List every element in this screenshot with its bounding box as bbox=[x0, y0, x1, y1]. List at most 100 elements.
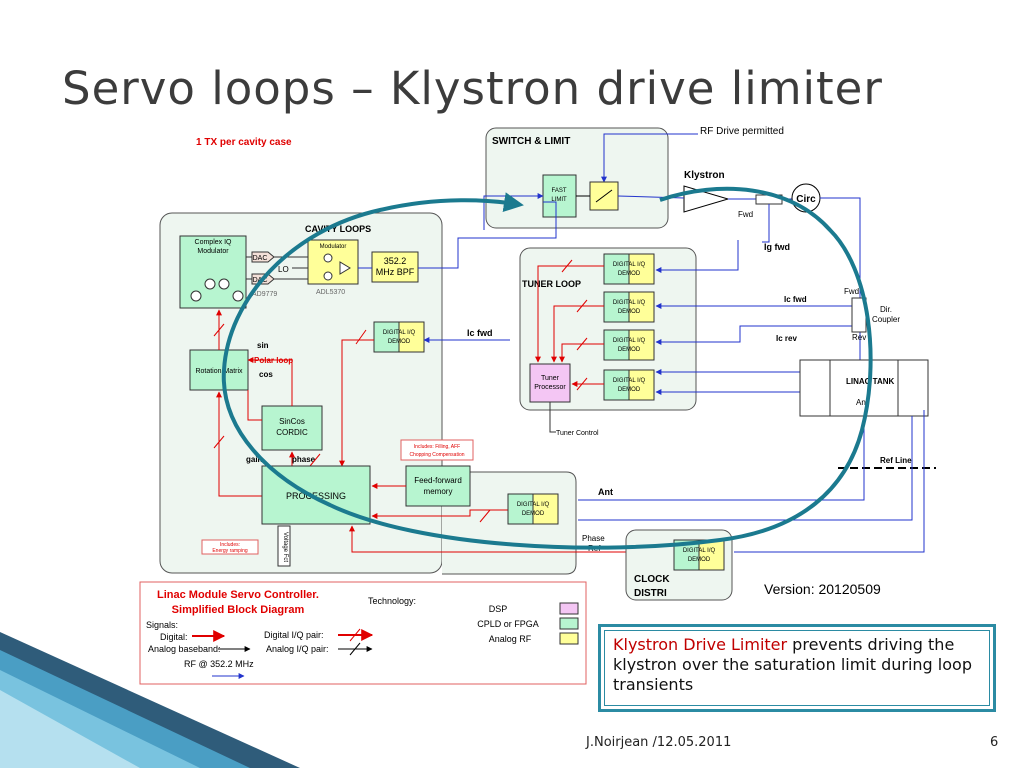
sin-label: sin bbox=[257, 341, 269, 350]
legend-analog-baseband: Analog baseband: bbox=[148, 644, 221, 654]
ant-label-2: Ant bbox=[598, 487, 613, 497]
ad9779-label: AD9779 bbox=[252, 291, 277, 298]
fast-limit-loop-highlight bbox=[221, 186, 873, 550]
cavity-demod-label-2: DEMOD bbox=[388, 339, 411, 345]
legend-dsp: DSP bbox=[489, 604, 508, 614]
legend-digital: Digital: bbox=[160, 632, 188, 642]
feedforward-label-2: memory bbox=[424, 487, 453, 496]
voltage-fct-label: Voltage Fct bbox=[282, 532, 288, 562]
callout-highlight: Klystron Drive Limiter bbox=[613, 635, 788, 654]
callout-text: Klystron Drive Limiter prevents driving … bbox=[604, 630, 990, 706]
ic-fwd-label-1: Ic fwd bbox=[467, 328, 493, 338]
legend-digital-iq: Digital I/Q pair: bbox=[264, 630, 324, 640]
complex-iq-label-1: Complex IQ bbox=[195, 239, 233, 246]
complex-iq-label-2: Modulator bbox=[197, 248, 229, 255]
legend-dsp-swatch bbox=[559, 602, 579, 615]
sincos-cordic-block bbox=[261, 405, 323, 451]
fast-limit-label-1: FAST bbox=[551, 188, 566, 194]
phase-label: phase bbox=[292, 455, 316, 464]
dir-coupler-label-2: Coupler bbox=[872, 315, 900, 324]
ic-rev-label: Ic rev bbox=[776, 334, 797, 343]
tuner-demod-3: DIGITAL I/Q DEMOD bbox=[603, 329, 655, 361]
includes-filling-label-1: Includes: Filling, AFF bbox=[414, 444, 460, 450]
cavity-loops-title: CAVITY LOOPS bbox=[305, 224, 371, 234]
lo-label: LO bbox=[278, 265, 289, 274]
legend-analog-rf-swatch bbox=[559, 632, 579, 645]
ic-fwd-label-2: Ic fwd bbox=[784, 295, 807, 304]
legend-cpld-swatch bbox=[559, 617, 579, 630]
legend-rf: RF @ 352.2 MHz bbox=[184, 659, 254, 669]
clock-label-2: DISTRI bbox=[634, 588, 667, 599]
tuner-demod-1: DIGITAL I/Q DEMOD bbox=[603, 253, 655, 285]
sincos-label-1: SinCos bbox=[279, 417, 305, 426]
footer-author: J.Noirjean /12.05.2011 bbox=[586, 735, 732, 750]
fast-limit-block bbox=[542, 174, 577, 218]
cos-label: cos bbox=[259, 370, 273, 379]
sincos-label-2: CORDIC bbox=[276, 428, 308, 437]
clock-demod-label-2: DEMOD bbox=[688, 557, 711, 563]
includes-energy-note bbox=[201, 539, 259, 555]
tuner-demod-4-label-2: DEMOD bbox=[618, 387, 641, 393]
bpf-block bbox=[371, 251, 419, 283]
gain-label: gain bbox=[246, 455, 263, 464]
fwd-label-2: Fwd bbox=[844, 287, 859, 296]
includes-filling-label-2: Chopping Compensation bbox=[409, 452, 464, 458]
phase-ref-label-1: Phase bbox=[582, 534, 605, 543]
tuner-processor-label-1: Tuner bbox=[541, 375, 560, 382]
legend-signals: Signals: bbox=[146, 620, 178, 630]
fast-limit-label-2: LIMIT bbox=[551, 197, 567, 203]
page-number: 6 bbox=[990, 735, 999, 750]
tx-note: 1 TX per cavity case bbox=[196, 137, 292, 148]
rf-permitted-label: RF Drive permitted bbox=[700, 126, 784, 137]
tuner-loop-title: TUNER LOOP bbox=[522, 279, 581, 289]
tuner-demod-2-label-1: DIGITAL I/Q bbox=[613, 300, 646, 306]
dir-coupler-label-1: Dir. bbox=[880, 305, 892, 314]
adl5370-modulator bbox=[307, 239, 359, 285]
tuner-processor-label-2: Processor bbox=[534, 384, 566, 391]
ref-line-label: Ref Line bbox=[880, 456, 912, 465]
legend-technology: Technology: bbox=[368, 596, 416, 606]
dac-1 bbox=[251, 251, 275, 263]
linac-cell-1 bbox=[799, 359, 831, 417]
linac-cell-2 bbox=[897, 359, 929, 417]
switch-limit-title: SWITCH & LIMIT bbox=[492, 136, 570, 147]
circulator-label: Circ bbox=[796, 194, 816, 205]
version-label: Version: 20120509 bbox=[764, 581, 881, 597]
klystron-label: Klystron bbox=[684, 170, 725, 181]
rotation-matrix-block bbox=[189, 349, 249, 391]
switch-limit-group bbox=[485, 127, 669, 229]
tuner-control-label: Tuner Control bbox=[556, 430, 599, 437]
tuner-demod-4: DIGITAL I/Q DEMOD bbox=[603, 369, 655, 401]
legend-analog-rf: Analog RF bbox=[489, 634, 532, 644]
tuner-demod-3-label-1: DIGITAL I/Q bbox=[613, 338, 646, 344]
legend-analog-iq: Analog I/Q pair: bbox=[266, 644, 329, 654]
tuner-demod-4-label-1: DIGITAL I/Q bbox=[613, 378, 646, 384]
clock-demod-label-1: DIGITAL I/Q bbox=[683, 548, 716, 554]
adl5370-label: ADL5370 bbox=[316, 289, 345, 296]
ig-fwd-label: Ig fwd bbox=[764, 242, 790, 252]
callout-rest: prevents driving the klystron over the s… bbox=[613, 635, 972, 694]
tuner-demod-2: DIGITAL I/Q DEMOD bbox=[603, 291, 655, 323]
feedforward-memory-block bbox=[405, 465, 471, 507]
page-title: Servo loops – Klystron drive limiter bbox=[62, 62, 883, 115]
feedforward-label-1: Feed-forward bbox=[414, 476, 462, 485]
fwd-label-1: Fwd bbox=[738, 210, 753, 219]
includes-energy-label-2: Energy ramping bbox=[212, 548, 248, 554]
ant-demod-label-1: DIGITAL I/Q bbox=[517, 502, 550, 508]
bpf-label-1: 352.2 bbox=[384, 256, 407, 266]
legend-title-1: Linac Module Servo Controller. bbox=[157, 589, 319, 601]
ant-label-1: Ant bbox=[856, 398, 869, 407]
tuner-demod-1-label-2: DEMOD bbox=[618, 271, 641, 277]
legend-cpld: CPLD or FPGA bbox=[477, 619, 539, 629]
rev-label: Rev bbox=[852, 333, 866, 342]
legend-title-2: Simplified Block Diagram bbox=[172, 604, 305, 616]
includes-energy-label-1: Includes: bbox=[220, 542, 240, 548]
linac-tank bbox=[829, 359, 899, 417]
voltage-fct-box bbox=[277, 525, 291, 567]
tuner-demod-3-label-2: DEMOD bbox=[618, 347, 641, 353]
callout-box: Klystron Drive Limiter prevents driving … bbox=[598, 624, 996, 712]
ant-demod-label-2: DEMOD bbox=[522, 511, 545, 517]
tuner-demod-2-label-2: DEMOD bbox=[618, 309, 641, 315]
